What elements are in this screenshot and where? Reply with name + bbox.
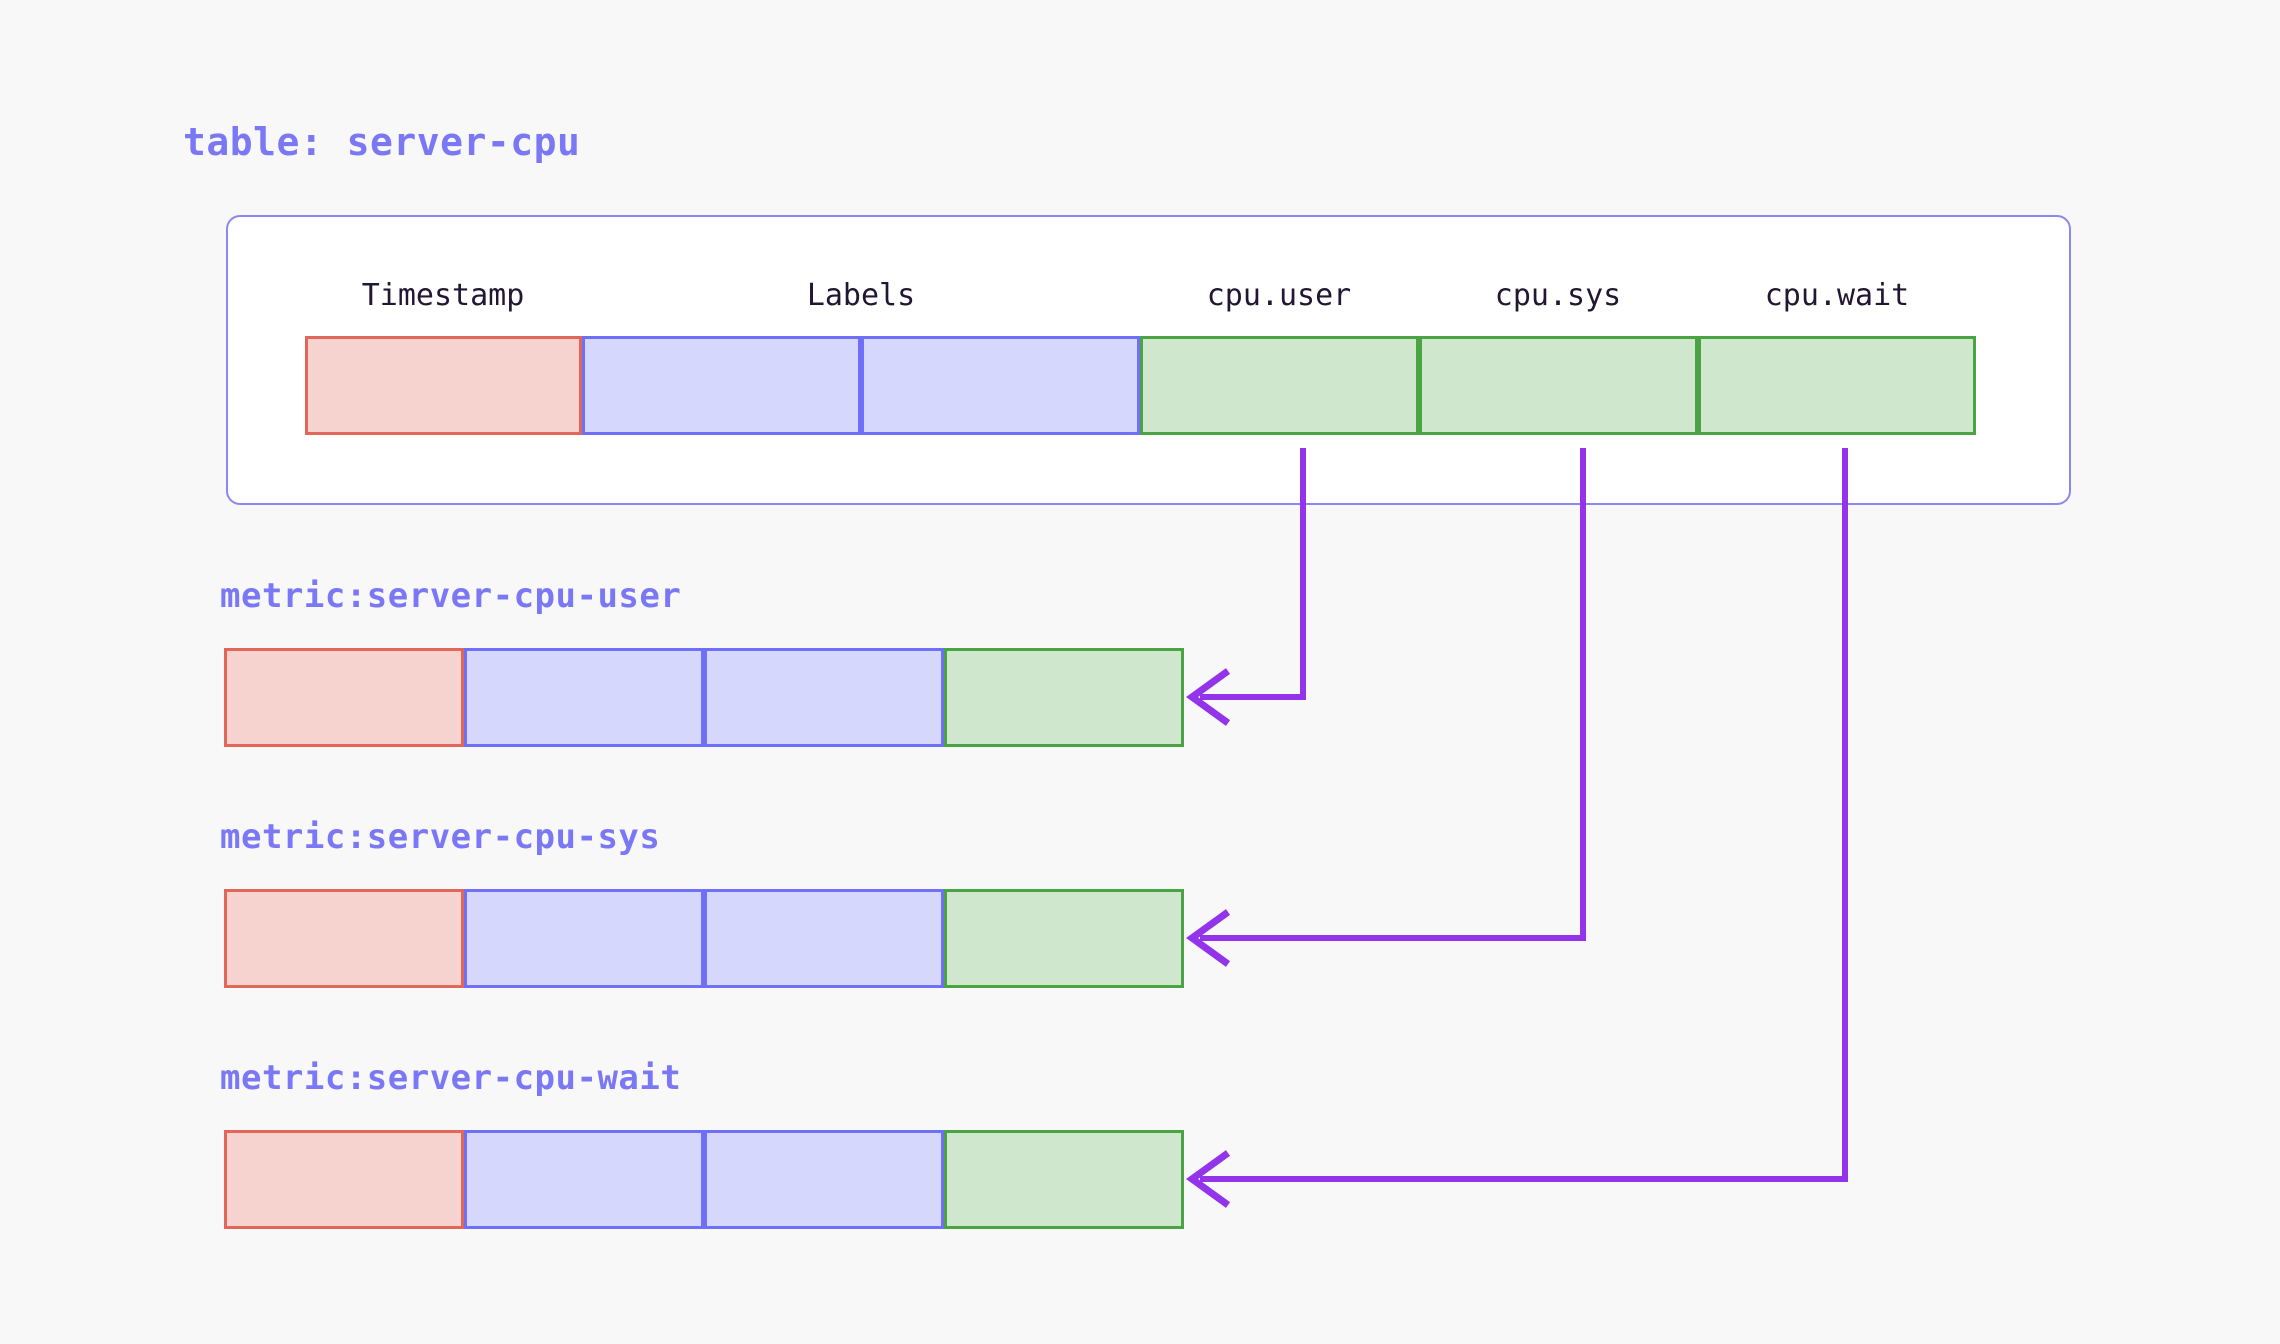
metric-cell-label: [464, 648, 704, 747]
metric-cell-label: [704, 889, 944, 988]
metric-cell-label: [704, 648, 944, 747]
arrow-cpu-wait-to-metric: [1186, 448, 1848, 1208]
metric-cell-timestamp: [224, 1130, 464, 1229]
table-cell-cpu-user-column: [1140, 336, 1419, 435]
table-cell-timestamp-column: [305, 336, 582, 435]
column-header-timestamp: Timestamp: [361, 278, 525, 313]
metric-cell-value: [944, 1130, 1184, 1229]
table-cell-labels-column-2: [861, 336, 1140, 435]
metric-server-cpu-wait-label: metric:server-cpu-wait: [220, 1058, 682, 1098]
page-title: table: server-cpu: [183, 120, 581, 164]
table-cell-cpu-wait-column: [1698, 336, 1976, 435]
metric-cell-timestamp: [224, 648, 464, 747]
metric-cell-label: [464, 1130, 704, 1229]
metric-cell-value: [944, 648, 1184, 747]
metric-server-cpu-sys-label: metric:server-cpu-sys: [220, 817, 661, 857]
arrow-cpu-sys-to-metric: [1186, 448, 1586, 967]
metric-cell-label: [464, 889, 704, 988]
table-cell-labels-column: [582, 336, 861, 435]
column-header-cpu-user: cpu.user: [1206, 278, 1352, 313]
metric-cell-timestamp: [224, 889, 464, 988]
metric-server-cpu-user-label: metric:server-cpu-user: [220, 576, 682, 616]
metric-cell-value: [944, 889, 1184, 988]
table-cell-cpu-sys-column: [1419, 336, 1698, 435]
column-header-labels: Labels: [806, 278, 916, 313]
column-header-cpu-sys: cpu.sys: [1494, 278, 1622, 313]
metric-cell-label: [704, 1130, 944, 1229]
column-header-cpu-wait: cpu.wait: [1764, 278, 1910, 313]
